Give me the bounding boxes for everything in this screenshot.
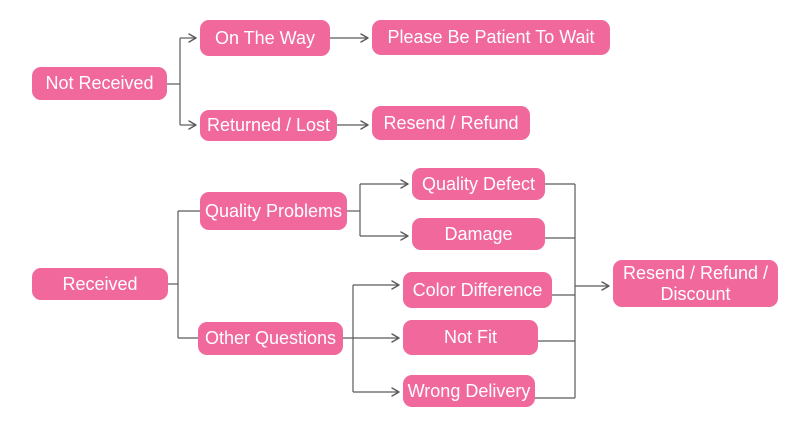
node-color-difference: Color Difference — [403, 272, 552, 308]
node-returned-lost: Returned / Lost — [200, 110, 337, 141]
node-not-received: Not Received — [32, 67, 167, 100]
node-wrong-delivery: Wrong Delivery — [403, 375, 535, 407]
node-resend-refund-discount: Resend / Refund / Discount — [613, 260, 778, 307]
node-please-be-patient: Please Be Patient To Wait — [372, 20, 610, 55]
node-resend-refund: Resend / Refund — [372, 106, 530, 140]
node-damage: Damage — [412, 218, 545, 250]
node-received: Received — [32, 268, 168, 300]
node-not-fit: Not Fit — [403, 320, 538, 355]
node-on-the-way: On The Way — [200, 20, 330, 56]
node-quality-defect: Quality Defect — [412, 168, 545, 200]
node-other-questions: Other Questions — [198, 322, 343, 355]
node-quality-problems: Quality Problems — [200, 192, 347, 230]
